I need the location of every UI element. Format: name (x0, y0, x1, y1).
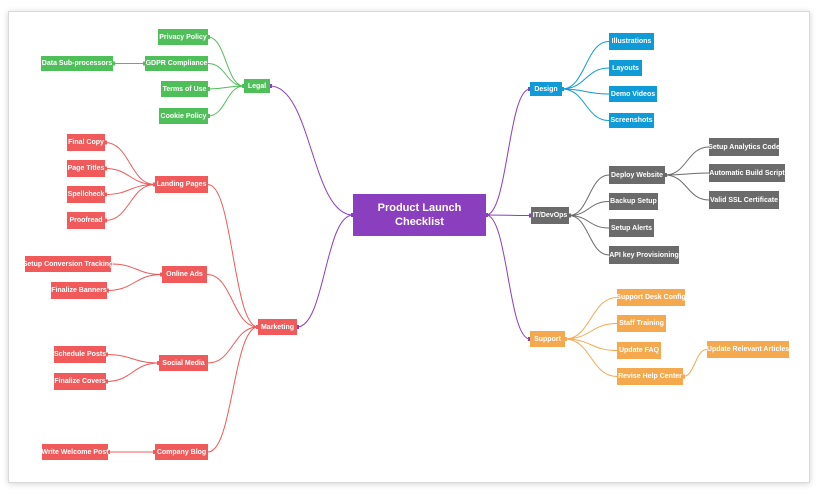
handle-legal-privacy-policy[interactable] (206, 35, 210, 39)
handle-branch-marketing[interactable] (295, 325, 299, 329)
connector-it-deploy-website (568, 174, 610, 216)
marketing-landing-pages[interactable]: Landing Pages (155, 176, 208, 193)
support-update-relevant-articles[interactable]: Update Relevant Articles (707, 341, 789, 358)
connector-it-automatic-build-script (664, 172, 710, 176)
handle-legal-terms-of-use[interactable] (206, 87, 210, 91)
it-automatic-build-script[interactable]: Automatic Build Script (709, 164, 785, 182)
it-valid-ssl-certificate[interactable]: Valid SSL Certificate (709, 191, 779, 209)
handle-branch-design[interactable] (560, 87, 564, 91)
handle-branch-it-devops[interactable] (567, 213, 571, 218)
landing-proofread[interactable]: Proofread (67, 212, 105, 229)
root-title-line-1: Product Launch (377, 202, 462, 214)
handle-social-finalize-covers[interactable] (104, 379, 108, 384)
it-api-key-provisioning[interactable]: API key Provisioning (609, 246, 679, 264)
handle-support-revise-help-center[interactable] (681, 374, 685, 379)
support-desk-config[interactable]: Support Desk Config (616, 289, 686, 306)
connector-support-revise-help-center (564, 338, 618, 377)
connector-it-api-key-provisioning (568, 215, 610, 256)
handle-branch-legal[interactable] (268, 84, 272, 88)
handle-landing-proofread[interactable] (103, 218, 107, 223)
connector-design-screenshots (561, 88, 610, 121)
support-revise-help-center[interactable]: Revise Help Center (617, 368, 683, 385)
connector-support-update-relevant-articles (682, 349, 708, 377)
legal-data-sub-processors[interactable]: Data Sub-processors (41, 56, 113, 71)
branch-legal[interactable]: Legal (244, 79, 270, 93)
legal-cookie-policy[interactable]: Cookie Policy (159, 108, 208, 124)
handle-landing-spellcheck[interactable] (103, 192, 107, 197)
connector-legal-privacy-policy (207, 36, 245, 87)
marketing-social-media[interactable]: Social Media (159, 355, 208, 371)
root-title-line-2: Checklist (395, 216, 444, 228)
connector-it-backup-setup (568, 201, 610, 216)
handle-it-deploy-website[interactable] (663, 173, 667, 177)
connector-branch-legal (269, 85, 354, 216)
connector-ads-setup-conversion-tracking (110, 263, 163, 275)
legal-privacy-policy[interactable]: Privacy Policy (158, 29, 208, 45)
connector-branch-it-devops (485, 214, 532, 216)
handle-ads-finalize-banners[interactable] (105, 288, 109, 293)
legal-terms-of-use[interactable]: Terms of Use (161, 81, 208, 97)
connector-landing-proofread (104, 184, 156, 221)
marketing-online-ads[interactable]: Online Ads (162, 266, 207, 283)
connector-landing-page-titles (104, 168, 156, 185)
connector-support-staff-training (564, 323, 618, 340)
connector-ads-finalize-banners (106, 274, 163, 291)
it-setup-analytics-code[interactable]: Setup Analytics Code (708, 138, 780, 156)
branch-design[interactable]: Design (530, 82, 562, 96)
social-finalize-covers[interactable]: Finalize Covers (54, 373, 106, 390)
landing-spellcheck[interactable]: Spellcheck (67, 186, 105, 203)
handle-landing-final-copy[interactable] (103, 140, 107, 145)
branch-support[interactable]: Support (530, 331, 565, 347)
it-deploy-website[interactable]: Deploy Website (609, 166, 665, 184)
landing-page-titles[interactable]: Page Titles (67, 160, 105, 177)
connector-social-finalize-covers (105, 362, 160, 382)
marketing-company-blog[interactable]: Company Blog (155, 444, 208, 460)
connector-landing-final-copy (104, 142, 156, 185)
design-layouts[interactable]: Layouts (609, 60, 642, 76)
connector-branch-design (485, 88, 531, 216)
connector-design-illustrations (561, 41, 610, 90)
branch-it-devops[interactable]: IT/DevOps (531, 207, 569, 224)
connector-design-layouts (561, 67, 610, 90)
branch-marketing[interactable]: Marketing (258, 319, 297, 335)
connector-marketing-online-ads (206, 274, 259, 328)
connector-it-valid-ssl-certificate (664, 174, 710, 201)
legal-gdpr-compliance[interactable]: GDPR Compliance (145, 56, 208, 71)
handle-landing-page-titles[interactable] (103, 166, 107, 171)
ads-setup-conversion-tracking[interactable]: Setup Conversion Tracking (23, 256, 113, 272)
social-schedule-posts[interactable]: Schedule Posts (54, 346, 106, 363)
root-node-product-launch-checklist[interactable]: Product Launch Checklist (353, 194, 486, 236)
design-demo-videos[interactable]: Demo Videos (609, 86, 657, 102)
it-setup-alerts[interactable]: Setup Alerts (609, 219, 654, 237)
support-update-faq[interactable]: Update FAQ (617, 342, 661, 359)
connector-legal-cookie-policy (207, 85, 245, 117)
connector-marketing-social-media (207, 326, 259, 364)
connector-social-schedule-posts (105, 354, 160, 364)
connector-marketing-company-blog (207, 326, 259, 453)
blog-write-welcome-post[interactable]: Write Welcome Post (41, 444, 109, 460)
ads-finalize-banners[interactable]: Finalize Banners (51, 282, 107, 299)
connector-support-desk-config (564, 297, 618, 340)
connector-branch-support (485, 214, 531, 340)
connector-it-setup-analytics-code (664, 146, 710, 176)
design-illustrations[interactable]: Illustrations (609, 33, 654, 50)
handle-social-schedule-posts[interactable] (104, 352, 108, 357)
landing-final-copy[interactable]: Final Copy (67, 134, 105, 151)
handle-legal-data-sub-processors[interactable] (111, 61, 115, 66)
connector-marketing-landing-pages (207, 184, 259, 328)
it-backup-setup[interactable]: Backup Setup (609, 193, 658, 210)
support-staff-training[interactable]: Staff Training (617, 315, 666, 332)
connector-legal-gdpr-compliance (207, 63, 245, 87)
handle-root-node-product-launch-checklist[interactable] (484, 213, 488, 217)
design-screenshots[interactable]: Screenshots (609, 113, 654, 128)
handle-branch-support[interactable] (563, 337, 567, 341)
handle-ads-setup-conversion-tracking[interactable] (109, 262, 113, 266)
handle-blog-write-welcome-post[interactable] (106, 450, 110, 454)
handle-legal-cookie-policy[interactable] (206, 114, 210, 118)
connector-branch-marketing (296, 214, 354, 328)
